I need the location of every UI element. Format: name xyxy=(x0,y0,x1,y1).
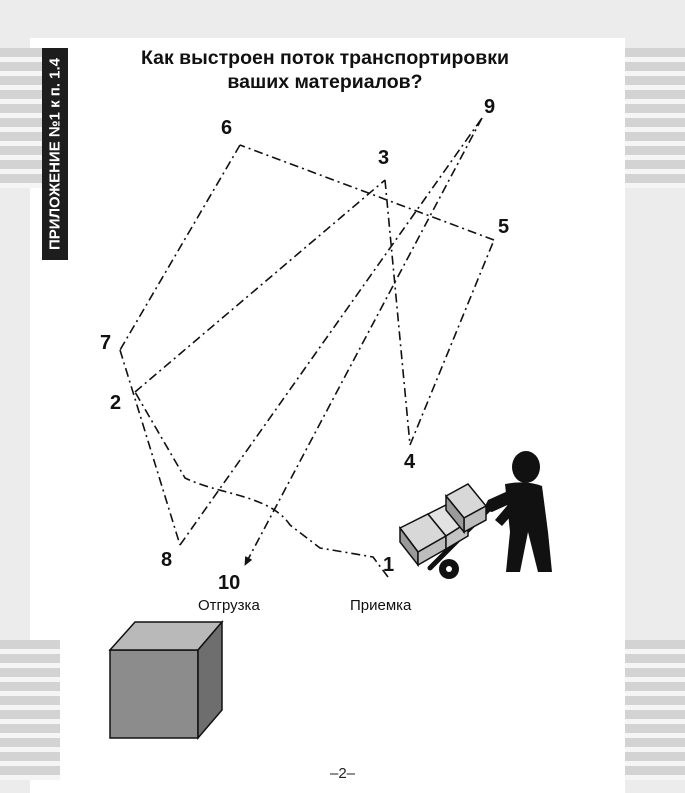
shipping-caption: Отгрузка xyxy=(198,597,260,614)
page-title: Как выстроен поток транспортировки ваших… xyxy=(100,46,550,94)
point-label-4: 4 xyxy=(404,451,416,473)
side-tab xyxy=(42,48,68,260)
flow-path-2-3 xyxy=(134,179,386,393)
title-line-1: Как выстроен поток транспортировки xyxy=(140,47,509,69)
flow-path-3-4 xyxy=(384,179,411,446)
worker-with-hand-truck-icon xyxy=(398,451,552,579)
point-label-9: 9 xyxy=(484,96,496,118)
left-stripes-bottom xyxy=(0,640,60,780)
receiving-caption: Приемка xyxy=(350,597,412,614)
flow-path-9-10 xyxy=(244,117,483,566)
flow-path-5-6 xyxy=(239,144,495,241)
flow-path-6-7 xyxy=(119,144,241,351)
point-label-7: 7 xyxy=(100,332,112,354)
flow-path-8-9 xyxy=(179,117,483,546)
title-line-2: ваших материалов? xyxy=(227,71,423,93)
point-label-3: 3 xyxy=(378,147,390,169)
flow-path-1-2 xyxy=(134,391,389,578)
box-icon xyxy=(108,619,224,741)
point-label-8: 8 xyxy=(161,549,173,571)
page-number: –2– xyxy=(329,765,356,782)
point-label-10: 10 xyxy=(218,572,241,594)
point-label-5: 5 xyxy=(498,216,510,238)
flow-path-7-8 xyxy=(119,349,181,546)
point-label-2: 2 xyxy=(110,392,122,414)
right-stripes-top xyxy=(625,48,685,188)
point-label-6: 6 xyxy=(221,117,233,139)
right-stripes-bottom xyxy=(625,640,685,780)
point-label-1: 1 xyxy=(383,554,395,576)
flow-path-4-5 xyxy=(409,239,495,446)
